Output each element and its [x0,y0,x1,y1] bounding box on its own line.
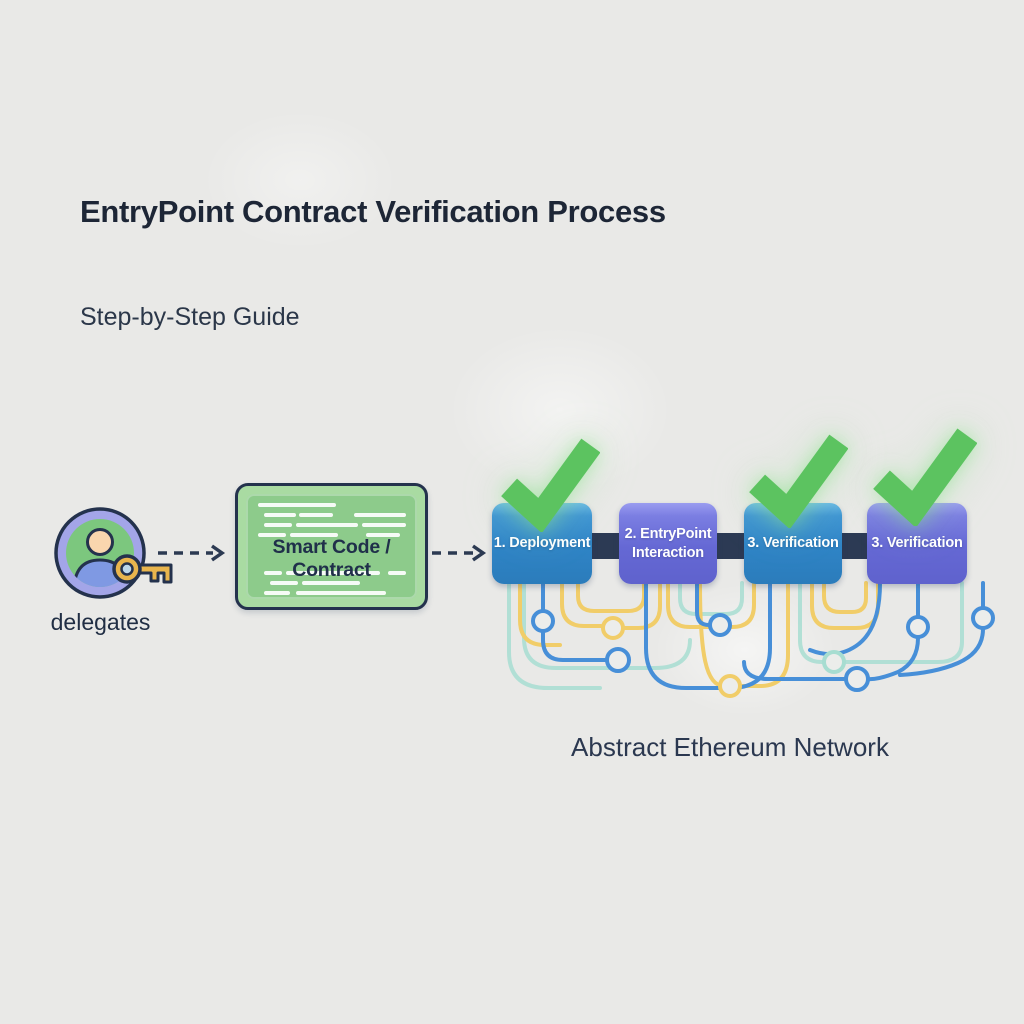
network-node [844,666,870,692]
dashed-arrow-icon [158,544,226,562]
step-connector [713,533,747,559]
step-label-line1: 2. EntryPoint [624,526,712,543]
network-node [822,650,846,674]
checkmark-icon [501,438,600,532]
step-label: 1. Deployment [493,535,591,552]
network-node [971,606,995,630]
smart-contract-box: Smart Code / Contract [235,483,428,610]
network-node [605,647,631,673]
page-subtitle: Step-by-Step Guide [80,303,300,331]
network-node [531,609,555,633]
step-label-line2: Interaction [632,544,704,561]
step-connector [588,533,622,559]
checkmark-icon [873,428,977,526]
network-node [906,615,930,639]
network-node [718,674,742,698]
network-node [601,616,625,640]
key-icon [112,554,173,584]
code-lines-icon [258,503,406,595]
delegates-label: delegates [50,609,151,635]
person-head [86,528,114,556]
checkmark-icon [749,434,848,528]
dashed-arrow-icon [432,544,487,562]
network-caption: Abstract Ethereum Network [571,732,889,762]
step-label: 3. Verification [747,535,839,552]
network-node [708,613,732,637]
user-with-key-icon [54,507,173,599]
contract-label: Smart Code / Contract [272,536,391,581]
page-title: EntryPoint Contract Verification Process [80,194,666,229]
step-label: 3. Verification [871,535,963,552]
step-box-entrypoint-interaction: 2. EntryPoint Interaction [619,503,717,584]
step-connector [838,533,870,559]
